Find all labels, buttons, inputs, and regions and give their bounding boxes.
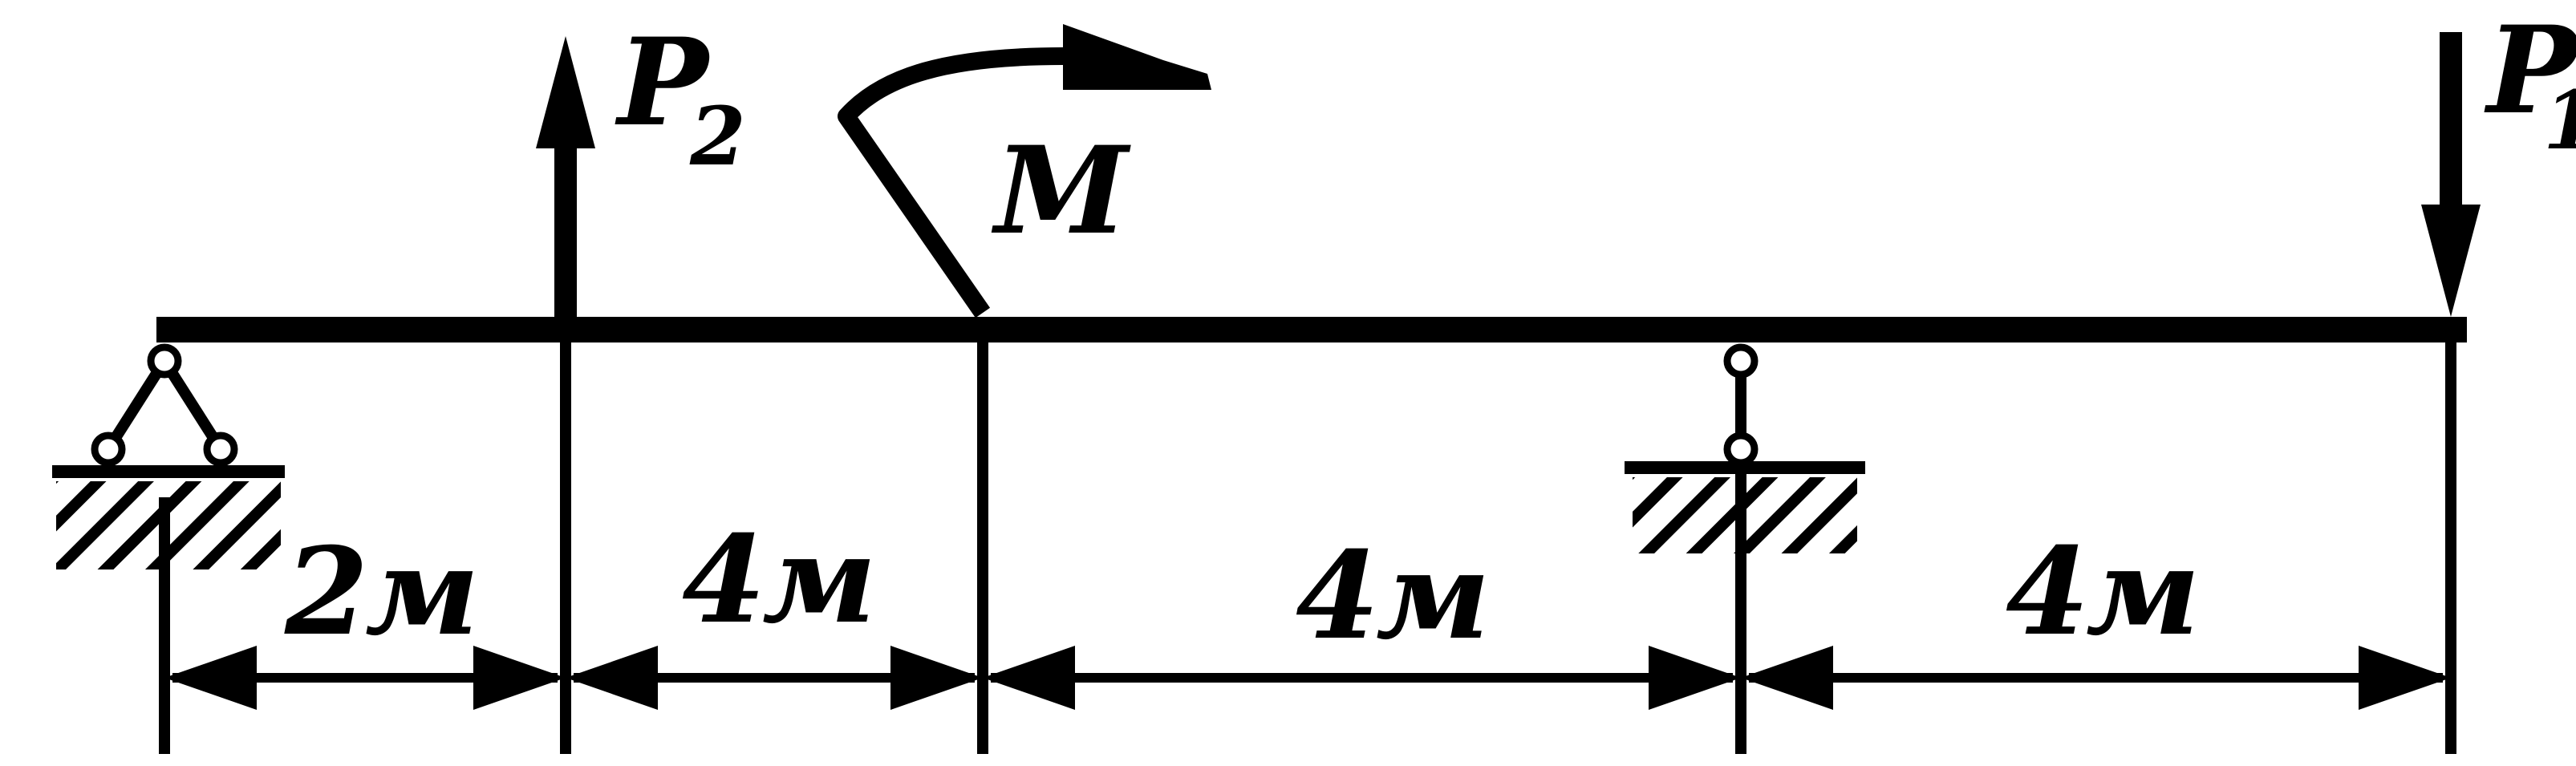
moment-arrow: [838, 24, 1211, 318]
dim-2-unit: м: [762, 509, 877, 650]
dim-1-value: 2: [284, 521, 368, 663]
p2-letter: P: [615, 12, 712, 153]
ground-hatch-b: [1633, 477, 1857, 553]
pinned-support-a: [52, 343, 285, 569]
p1-letter: P: [2484, 0, 2576, 141]
dim-2-value: 4: [682, 509, 765, 650]
moment-label: M: [991, 120, 1131, 261]
dimension-arrowheads: [164, 646, 2451, 710]
p2-index: 2: [689, 89, 746, 184]
dim-4-value: 4: [2006, 521, 2089, 663]
dim-3-value: 4: [1296, 525, 1379, 667]
ground-hatch-a: [56, 481, 281, 569]
dim-1-unit: м: [365, 521, 480, 663]
beam: [156, 317, 2467, 342]
dim-4-unit: м: [2086, 521, 2201, 663]
roller-support-b: [1625, 343, 1865, 553]
force-p2-arrow: [536, 36, 595, 317]
force-p1-arrow: [2421, 32, 2481, 317]
dim-3-unit: м: [1376, 525, 1491, 667]
p1-index: 1: [2543, 73, 2576, 168]
